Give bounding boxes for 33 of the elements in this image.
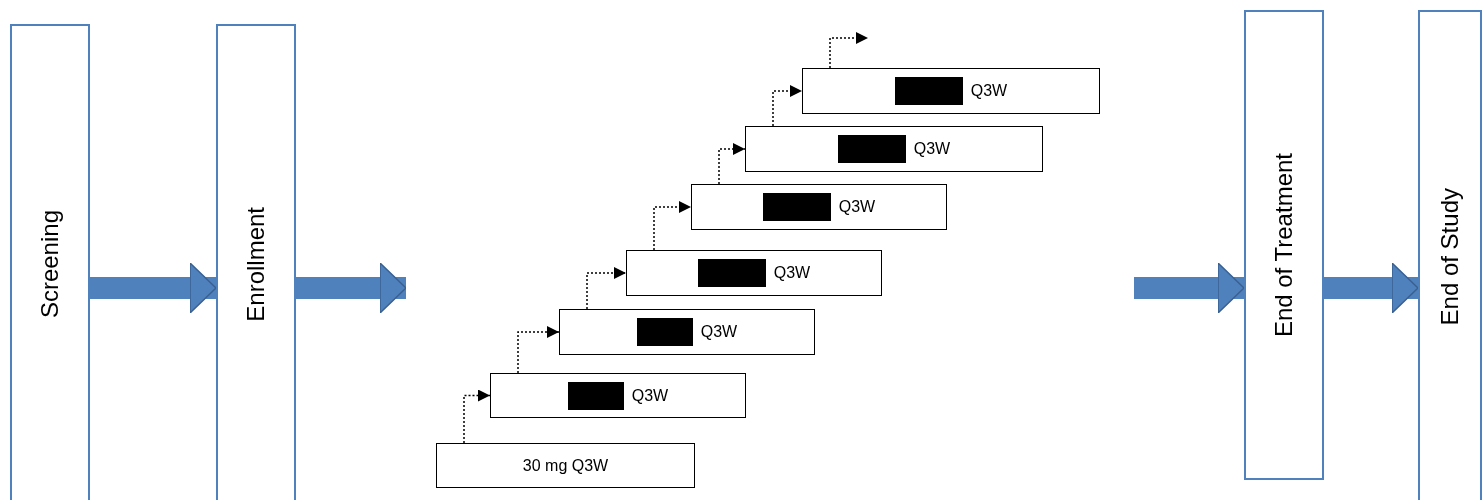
block-arrow — [296, 262, 407, 314]
dotted-arrow — [653, 201, 692, 251]
phase-label: Enrollment — [242, 206, 270, 322]
block-arrow — [90, 262, 217, 314]
dose-level-box — [559, 309, 815, 355]
phase-box — [10, 24, 90, 500]
dose-level-box — [490, 373, 746, 418]
dotted-arrow — [586, 267, 627, 310]
dotted-arrow — [829, 32, 869, 69]
phase-label: Screening — [36, 209, 64, 319]
dotted-arrow — [517, 326, 560, 374]
phase-box — [216, 24, 296, 500]
dose-label: Q3W — [631, 386, 669, 405]
block-arrow — [1134, 262, 1245, 314]
dotted-arrow — [463, 389, 491, 444]
block-arrow — [1324, 262, 1419, 314]
phase-label: End of Study — [1436, 188, 1464, 326]
phase-label: End of Treatment — [1270, 152, 1298, 338]
dose-level-box — [745, 126, 1043, 172]
dotted-arrow — [772, 85, 803, 127]
dose-level-box — [436, 443, 695, 488]
dose-label: 30 mg Q3W — [522, 456, 609, 475]
dose-level-box — [802, 68, 1100, 114]
phase-box — [1244, 10, 1324, 480]
dose-level-box — [626, 250, 882, 296]
dose-level-box — [691, 184, 947, 230]
dose-label: Q3W — [838, 198, 876, 216]
phase-box — [1418, 10, 1482, 500]
dotted-arrow — [718, 143, 746, 185]
dose-label: Q3W — [773, 264, 811, 282]
dose-label: Q3W — [970, 82, 1008, 100]
dose-label: Q3W — [913, 140, 951, 158]
dose-label: Q3W — [700, 323, 738, 341]
